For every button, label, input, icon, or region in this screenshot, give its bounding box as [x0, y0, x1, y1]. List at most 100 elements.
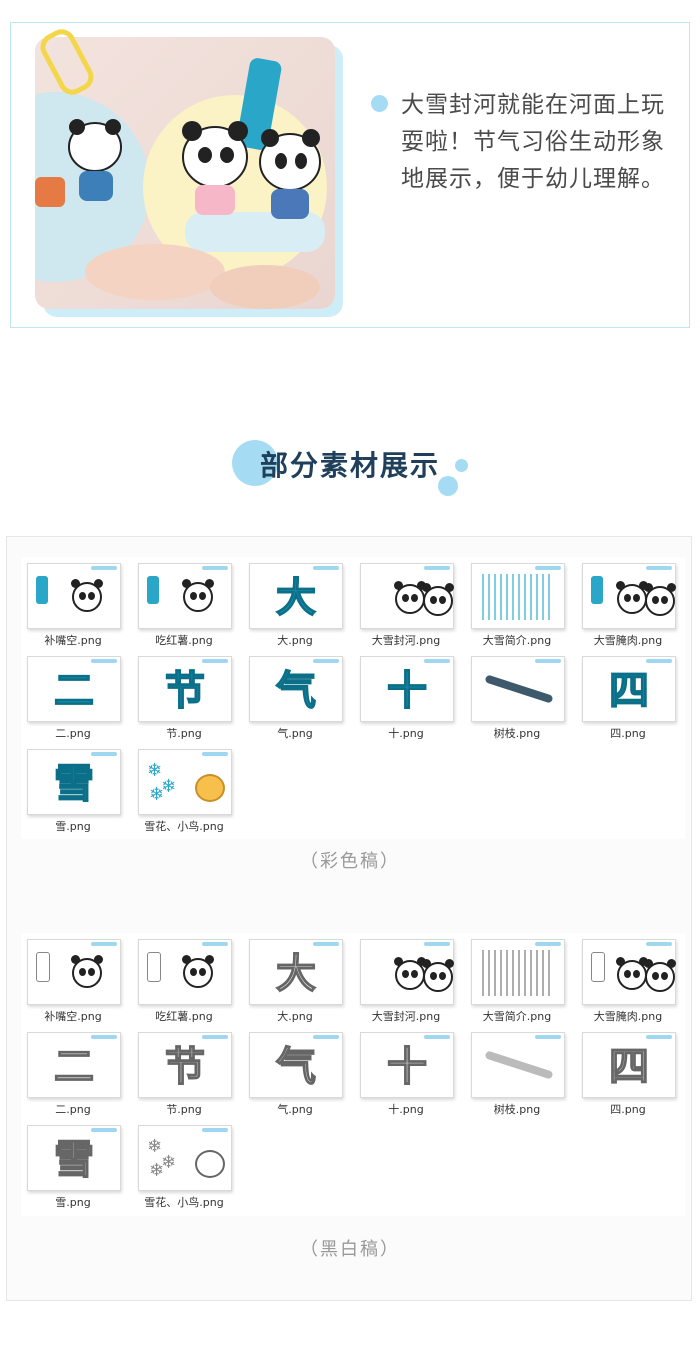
thumbnail-caption: 树枝.png: [493, 1103, 541, 1116]
brand-logo: [646, 659, 672, 663]
thumbnail-caption: 大雪封河.png: [371, 1010, 441, 1023]
thumbnail-caption: 补嘴空.png: [44, 634, 102, 647]
thumbnail-caption: 大雪简介.png: [482, 1010, 552, 1023]
panda-figure: [71, 579, 103, 612]
brand-logo: [91, 566, 117, 570]
glyph-art: 气: [275, 1043, 317, 1091]
snowflake-icon: ❄: [147, 760, 163, 781]
glyph-art: 气: [275, 667, 317, 715]
thumbnail-caption: 大雪腌肉.png: [593, 1010, 663, 1023]
thumbnail-tile[interactable]: [27, 939, 121, 1005]
thumbnail-tile[interactable]: 十: [360, 1032, 454, 1098]
thumbnail-tile[interactable]: [138, 563, 232, 629]
glyph-art: 二: [53, 667, 95, 715]
bullet-dot: [371, 95, 388, 112]
thumbnail-caption: 气.png: [277, 727, 313, 740]
thumbnail-caption: 大.png: [277, 1010, 313, 1023]
title-tag: [147, 576, 159, 604]
snowflake-icon: ❄: [161, 1152, 177, 1173]
thumbnail-tile[interactable]: [138, 939, 232, 1005]
brand-logo: [202, 1035, 228, 1039]
title-tag: [36, 952, 50, 982]
panda-figure: [616, 581, 648, 614]
thumbnail-caption: 吃红薯.png: [155, 1010, 213, 1023]
thumbnail-tile[interactable]: 二: [27, 1032, 121, 1098]
panda-figure: [422, 959, 454, 992]
brand-logo: [424, 942, 450, 946]
branch-art: [484, 1050, 554, 1080]
thumbnail-tile[interactable]: [360, 939, 454, 1005]
thumbnail-caption: 气.png: [277, 1103, 313, 1116]
brand-logo: [646, 942, 672, 946]
brand-logo: [313, 566, 339, 570]
thumbnail-tile[interactable]: 气: [249, 1032, 343, 1098]
title-tag: [36, 576, 48, 604]
thumbnail-caption: 雪花、小鸟.png: [144, 1196, 224, 1209]
branch-art: [484, 674, 554, 704]
panda-figure: [182, 579, 214, 612]
product-photo: [35, 37, 335, 309]
brand-logo: [202, 942, 228, 946]
thumbnail-caption: 四.png: [610, 727, 646, 740]
glyph-art: 二: [53, 1043, 95, 1091]
brand-logo: [91, 942, 117, 946]
thumbnail-tile[interactable]: 二: [27, 656, 121, 722]
photo-illustration: [35, 58, 327, 309]
thumbnail-tile[interactable]: 雪: [27, 1125, 121, 1191]
thumbnail-tile[interactable]: 大: [249, 563, 343, 629]
thumbnail-tile[interactable]: 节: [138, 656, 232, 722]
thumbnail-tile[interactable]: ❄❄❄: [138, 1125, 232, 1191]
thumbnail-tile[interactable]: 大: [249, 939, 343, 1005]
snowflake-icon: ❄: [161, 776, 177, 797]
thumbnail-tile[interactable]: ❄❄❄: [138, 749, 232, 815]
section-heading: 部分素材展示: [0, 436, 700, 496]
thumbnail-tile[interactable]: 雪: [27, 749, 121, 815]
thumbnail-caption: 四.png: [610, 1103, 646, 1116]
thumbnail-tile[interactable]: 四: [582, 1032, 676, 1098]
title-tag: [591, 952, 605, 982]
thumbnail-caption: 树枝.png: [493, 727, 541, 740]
thumbnail-tile[interactable]: [582, 563, 676, 629]
thumbnail-tile[interactable]: [471, 939, 565, 1005]
brand-logo: [424, 659, 450, 663]
decor-circle: [438, 476, 458, 496]
glyph-art: 雪: [53, 760, 95, 808]
glyph-art: 节: [164, 667, 206, 715]
panda-figure: [644, 959, 676, 992]
thumbnail-tile[interactable]: [471, 1032, 565, 1098]
brand-logo: [535, 566, 561, 570]
thumbnail-tile[interactable]: 节: [138, 1032, 232, 1098]
thumbnail-caption: 大雪封河.png: [371, 634, 441, 647]
thumbnail-tile[interactable]: [27, 563, 121, 629]
bird-figure: [195, 774, 225, 802]
brand-logo: [91, 752, 117, 756]
title-tag: [591, 576, 603, 604]
brand-logo: [313, 942, 339, 946]
thumbnail-tile[interactable]: [471, 563, 565, 629]
glyph-art: 十: [386, 667, 428, 715]
text-block-art: [482, 574, 554, 620]
snowflake-icon: ❄: [149, 1160, 165, 1181]
brand-logo: [424, 1035, 450, 1039]
snowflake-icon: ❄: [149, 784, 165, 805]
thumbnail-tile[interactable]: 四: [582, 656, 676, 722]
thumbnail-tile[interactable]: [582, 939, 676, 1005]
brand-logo: [202, 1128, 228, 1132]
bw-gallery-label: （黑白稿）: [300, 1239, 400, 1260]
thumbnail-caption: 雪.png: [55, 820, 91, 833]
brand-logo: [535, 942, 561, 946]
panda-figure: [182, 955, 214, 988]
thumbnail-tile[interactable]: [360, 563, 454, 629]
brand-logo: [646, 566, 672, 570]
thumbnail-caption: 二.png: [55, 1103, 91, 1116]
thumbnail-tile[interactable]: 气: [249, 656, 343, 722]
thumbnail-tile[interactable]: 十: [360, 656, 454, 722]
panda-figure: [422, 583, 454, 616]
section-title: 部分素材展示: [259, 449, 440, 482]
panda-figure: [394, 957, 426, 990]
color-gallery-label: （彩色稿）: [300, 851, 400, 872]
thumbnail-tile[interactable]: [471, 656, 565, 722]
thumbnail-caption: 大.png: [277, 634, 313, 647]
thumbnail-caption: 雪.png: [55, 1196, 91, 1209]
